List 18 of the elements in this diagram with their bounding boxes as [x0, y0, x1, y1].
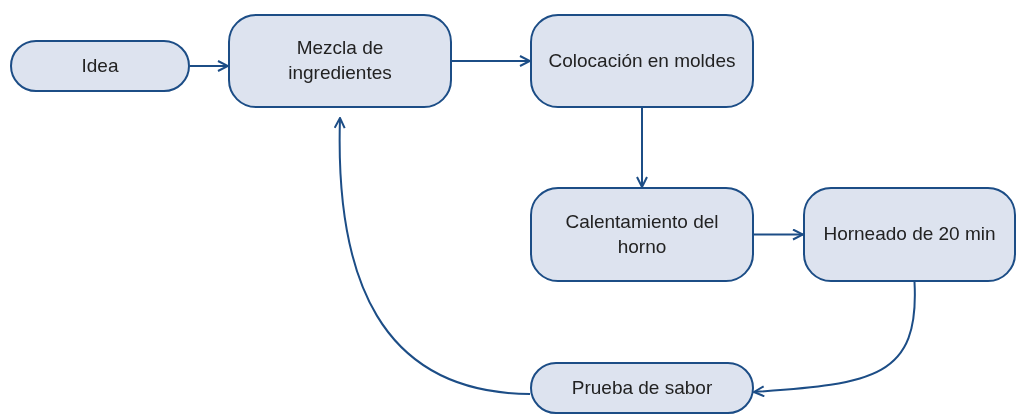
process-box [530, 362, 754, 414]
process-box [530, 14, 754, 108]
node-label: Idea [80, 53, 120, 78]
node-label: Horneado de 20 min [822, 222, 997, 247]
node-label: Colocación en moldes [547, 48, 737, 73]
arrow [333, 117, 531, 395]
node-label: Mezcla de ingredientes [287, 36, 393, 85]
arrow [189, 60, 229, 72]
node-label: Calentamiento del horno [564, 209, 720, 259]
arrow [451, 55, 531, 67]
process-box [803, 187, 1016, 282]
process-box [228, 14, 452, 108]
process-box [530, 187, 754, 282]
arrow [753, 228, 804, 241]
arrow [636, 107, 648, 188]
process-box [10, 40, 190, 92]
arrow [753, 281, 916, 398]
node-label: Prueba de sabor [570, 375, 714, 400]
